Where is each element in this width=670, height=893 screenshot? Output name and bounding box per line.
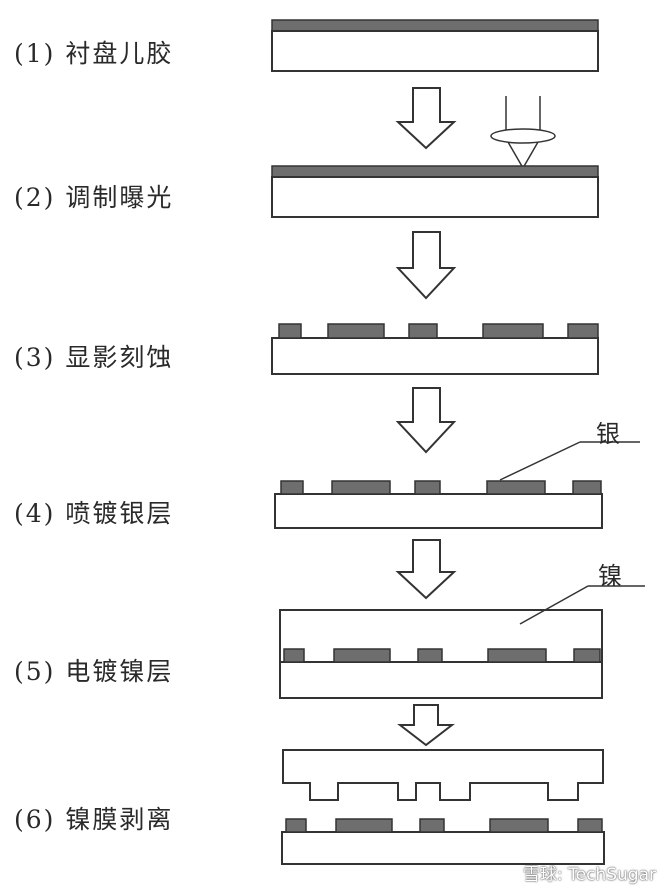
step6-resist-block <box>419 818 445 833</box>
step4-resist-block <box>414 480 441 495</box>
down-arrow-2 <box>395 231 457 300</box>
step-4-label: (4) 喷镀银层 <box>14 499 174 528</box>
step6-resist-block <box>489 818 549 833</box>
step3-resist-block <box>278 323 302 339</box>
step3-resist-block <box>482 323 544 339</box>
step5-resist-block <box>573 648 601 663</box>
step1-substrate <box>271 30 599 72</box>
step2-wafer <box>271 165 599 218</box>
step4-wafer <box>274 441 640 529</box>
step6-nickel-film <box>282 749 604 801</box>
silver-leader-line <box>499 441 581 481</box>
step6-resist-block <box>577 818 603 833</box>
laser-beam-icon <box>490 96 556 170</box>
step5-resist-block <box>417 648 443 663</box>
step1-photoresist-layer <box>271 19 599 32</box>
step3-substrate <box>271 337 599 375</box>
down-arrow-3 <box>395 387 457 454</box>
step4-resist-block <box>572 480 602 495</box>
step5-resist-block <box>283 648 305 663</box>
step5-substrate <box>279 661 603 699</box>
nickel-callout-label: 镍 <box>598 562 622 590</box>
step5-resist-block <box>487 648 547 663</box>
step-3-label: (3) 显影刻蚀 <box>14 343 174 372</box>
step3-resist-block <box>327 323 385 339</box>
silver-callout-label: 银 <box>596 420 620 448</box>
step2-photoresist-layer <box>271 165 599 178</box>
step6-substrate <box>281 831 605 865</box>
step6-wafer <box>281 818 605 865</box>
step-5-label: (5) 电镀镍层 <box>14 657 174 686</box>
step4-substrate <box>274 493 603 529</box>
down-arrow-5 <box>397 704 455 747</box>
step3-resist-block <box>567 323 599 339</box>
step5-resist-block <box>333 648 391 663</box>
step4-resist-block <box>280 480 304 495</box>
watermark: 雪球: TechSugar <box>523 865 656 885</box>
step6-resist-block <box>285 818 307 833</box>
step4-resist-block <box>486 480 546 495</box>
step2-substrate <box>271 176 599 218</box>
down-arrow-1 <box>395 87 457 150</box>
step6-resist-block <box>335 818 393 833</box>
step3-resist-block <box>408 323 438 339</box>
step-1-label: (1) 衬盘儿胶 <box>14 39 174 68</box>
step1-wafer <box>271 19 599 72</box>
nickel-leader-line <box>519 585 589 625</box>
step-6-label: (6) 镍膜剥离 <box>14 805 174 834</box>
down-arrow-4 <box>395 539 457 600</box>
step5-wafer <box>279 585 645 699</box>
step-2-label: (2) 调制曝光 <box>14 183 174 212</box>
step4-resist-block <box>331 480 391 495</box>
step3-wafer <box>271 323 599 375</box>
